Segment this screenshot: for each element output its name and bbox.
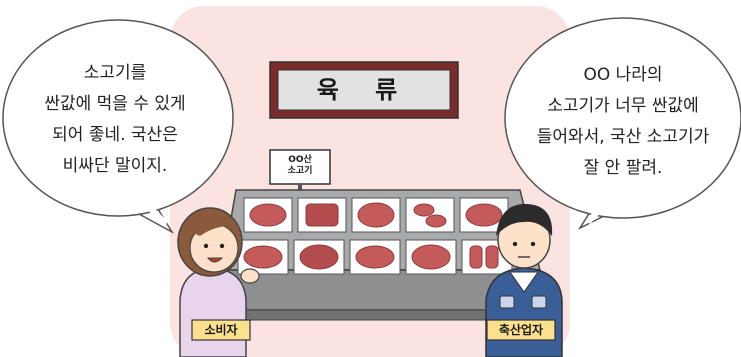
meat-tray-icon: [349, 239, 401, 275]
store-sign: [269, 61, 459, 119]
price-tag-line: 소고기: [287, 166, 313, 176]
price-tag-line: OO산: [288, 155, 312, 165]
price-tag-text: OO산 소고기: [272, 155, 328, 177]
meat-tray-icon: [297, 197, 347, 233]
meat-trays: [237, 197, 513, 275]
farmer-speech-bubble: [504, 17, 741, 230]
consumer-line: 되어 좋네. 국산은: [52, 125, 178, 145]
consumer-label-box: [191, 319, 251, 341]
meat-tray-icon: [293, 239, 345, 275]
meat-tray-icon: [459, 197, 509, 233]
meat-tray-icon: [237, 239, 289, 275]
consumer-speech-text: 소고기를 싼값에 먹을 수 있게 되어 좋네. 국산은 비싸단 말이지.: [0, 58, 230, 182]
farmer-label: 축산업자: [498, 323, 544, 337]
meat-tray-icon: [351, 197, 401, 233]
farmer-line: OO 나라의: [583, 65, 663, 85]
consumer-line: 소고기를: [83, 63, 147, 83]
meat-tray-icon: [243, 197, 293, 233]
farmer-line: 잘 안 팔려.: [583, 158, 663, 178]
price-tag-icon: [269, 149, 331, 194]
farmer-line: 들어와서, 국산 소고기가: [536, 127, 710, 147]
consumer-line: 싼값에 먹을 수 있게: [44, 94, 186, 114]
farmer-speech-text: OO 나라의 소고기가 너무 싼값에 들어와서, 국산 소고기가 잘 안 팔려.: [505, 60, 741, 184]
farmer-line: 소고기가 너무 싼값에: [547, 96, 699, 116]
meat-tray-icon: [405, 197, 455, 233]
store-sign-text: 육 류: [316, 76, 412, 104]
consumer-speech-bubble: [2, 19, 234, 235]
meat-tray-icon: [405, 239, 457, 275]
consumer-label: 소비자: [204, 323, 238, 337]
farmer-label-box: [486, 319, 556, 341]
consumer-line: 비싸단 말이지.: [62, 156, 168, 176]
